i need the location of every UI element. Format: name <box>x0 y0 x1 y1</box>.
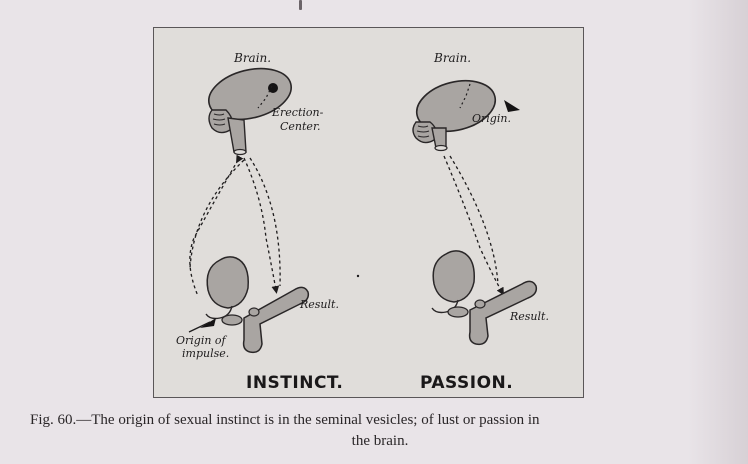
caption-line-2: the brain. <box>351 433 409 449</box>
origin-label-1: Origin of <box>176 334 228 347</box>
figure-plate: Brain. Erection- Center. Result. Origin … <box>153 27 584 398</box>
left-ascending-path <box>189 154 244 297</box>
origin-label-2: impulse. <box>182 347 229 360</box>
erection-center-label-1: Erection- <box>271 106 324 119</box>
right-brain-path <box>459 83 471 109</box>
left-organ <box>221 286 310 354</box>
left-brain-label: Brain. <box>233 51 271 65</box>
right-brain-label: Brain. <box>433 51 471 65</box>
right-brain <box>415 79 497 133</box>
right-result-label: Result. <box>509 310 549 323</box>
erection-center-label-2: Center. <box>280 120 321 133</box>
right-descending-path <box>443 155 504 296</box>
left-result-label: Result. <box>299 298 339 311</box>
left-descending-path-2 <box>249 157 281 287</box>
right-origin-pointer <box>504 100 520 112</box>
figure-illustration: Brain. Erection- Center. Result. Origin … <box>176 51 549 393</box>
left-ascending-path-2 <box>189 159 245 269</box>
right-spinal-cord <box>431 127 448 152</box>
instinct-title: INSTINCT. <box>246 373 343 393</box>
speck <box>356 274 360 278</box>
left-spinal-cord <box>227 117 247 156</box>
passion-title: PASSION. <box>420 373 513 393</box>
figure-caption: Fig. 60.—The origin of sexual instinct i… <box>30 410 730 452</box>
left-origin-line <box>188 321 211 333</box>
right-organ <box>447 280 538 346</box>
right-origin-label: Origin. <box>472 112 511 125</box>
right-seminal-vesicle <box>431 250 475 314</box>
left-brain-path <box>257 85 273 109</box>
left-descending-path <box>243 157 280 294</box>
left-brain <box>208 67 292 121</box>
page-mark <box>299 0 302 10</box>
page-gutter-shade <box>688 0 748 464</box>
right-descending-path-2 <box>449 155 499 285</box>
left-seminal-vesicle <box>205 256 249 320</box>
caption-line-1: Fig. 60.—The origin of sexual instinct i… <box>30 412 540 428</box>
